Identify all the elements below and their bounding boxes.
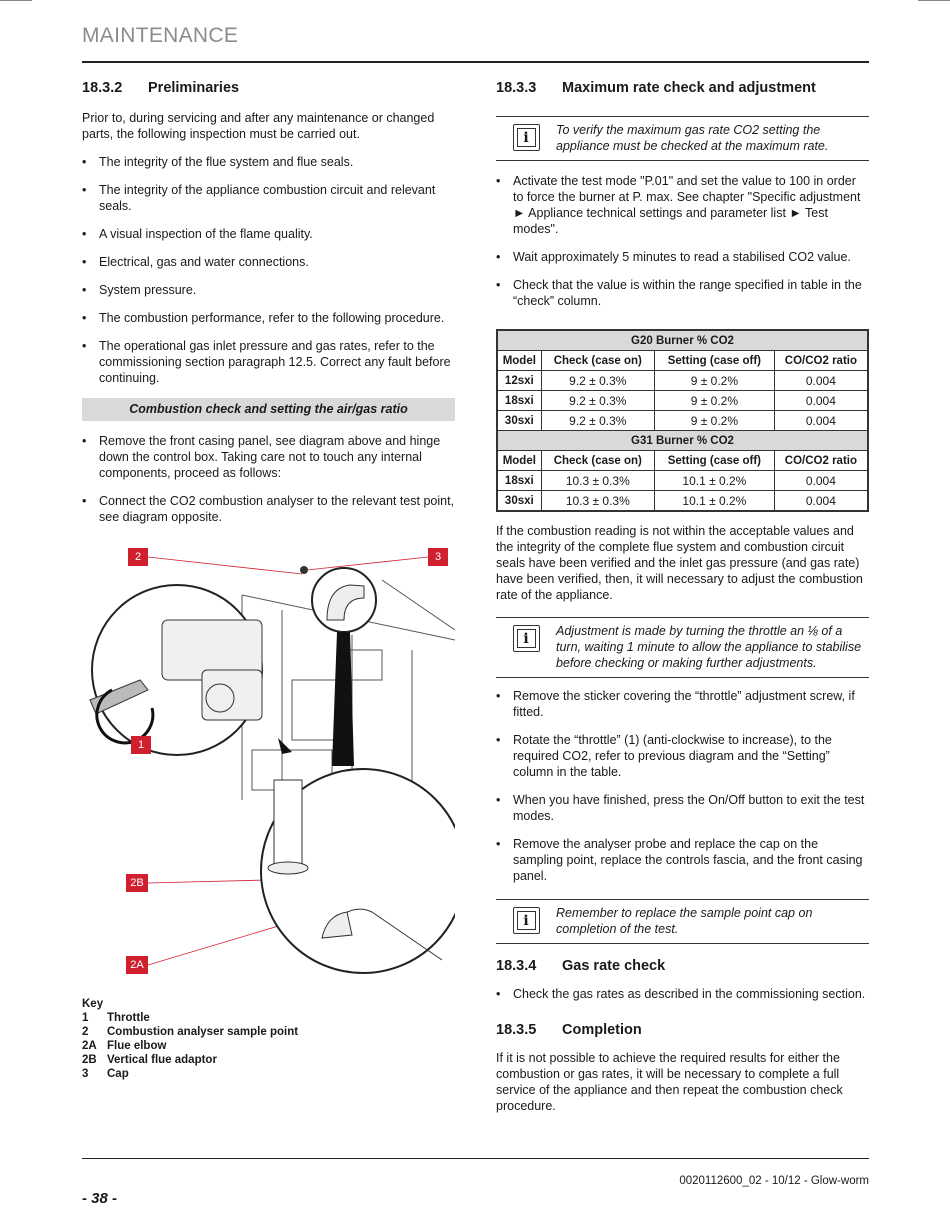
document-reference: 0020112600_02 - 10/12 - Glow-worm — [679, 1175, 869, 1187]
list-item: Connect the CO2 combustion analyser to t… — [82, 493, 455, 525]
crop-mark-left — [0, 0, 32, 1]
list-item: Activate the test mode "P.01" and set th… — [496, 173, 869, 237]
section-title: Completion — [562, 1022, 642, 1038]
section-title: Preliminaries — [148, 80, 240, 96]
section-heading-maximum-rate: 18.3.3 Maximum rate check and adjustment — [496, 80, 869, 96]
list-item: The integrity of the flue system and flu… — [82, 154, 455, 170]
section-title: Maximum rate check and adjustment — [562, 80, 816, 96]
right-column: 18.3.3 Maximum rate check and adjustment… — [496, 80, 869, 1114]
section-heading-preliminaries: 18.3.2 Preliminaries — [82, 80, 455, 96]
list-item: Check the gas rates as described in the … — [496, 986, 869, 1002]
list-item: System pressure. — [82, 282, 455, 298]
section-number: 18.3.3 — [496, 80, 537, 96]
combustion-check-list: Remove the front casing panel, see diagr… — [82, 433, 455, 525]
boiler-diagram-drawing — [89, 556, 466, 974]
boiler-diagram: 2 3 1 2B 2A — [82, 540, 466, 980]
list-item: The integrity of the appliance combustio… — [82, 182, 455, 214]
info-icon: i — [496, 905, 556, 934]
info-icon: i — [496, 122, 556, 151]
list-item: A visual inspection of the flame quality… — [82, 226, 455, 242]
section-heading-gas-rate: 18.3.4 Gas rate check — [496, 958, 869, 974]
list-item: Remove the front casing panel, see diagr… — [82, 433, 455, 481]
diagram-tag-2: 2 — [128, 548, 148, 566]
page-header: MAINTENANCE — [82, 24, 239, 47]
preliminaries-list: The integrity of the flue system and flu… — [82, 154, 455, 386]
section-title: Gas rate check — [562, 958, 666, 974]
page-number: - 38 - — [82, 1190, 118, 1207]
info-note: i Remember to replace the sample point c… — [496, 899, 869, 944]
list-item: Wait approximately 5 minutes to read a s… — [496, 249, 869, 265]
list-item: Electrical, gas and water connections. — [82, 254, 455, 270]
gas-rate-list: Check the gas rates as described in the … — [496, 986, 869, 1002]
left-column: 18.3.2 Preliminaries Prior to, during se… — [82, 80, 455, 537]
maximum-rate-list: Activate the test mode "P.01" and set th… — [496, 173, 869, 309]
info-note: i Adjustment is made by turning the thro… — [496, 617, 869, 678]
list-item: Remove the sticker covering the “throttl… — [496, 688, 869, 720]
footer-rule — [82, 1158, 869, 1159]
list-item: Remove the analyser probe and replace th… — [496, 836, 869, 884]
diagram-tag-2b: 2B — [126, 874, 148, 892]
key-title: Key — [82, 998, 104, 1010]
section-number: 18.3.2 — [82, 80, 123, 96]
preliminaries-intro: Prior to, during servicing and after any… — [82, 111, 435, 141]
diagram-tag-2a: 2A — [126, 956, 148, 974]
list-item: When you have finished, press the On/Off… — [496, 792, 869, 824]
combustion-check-band: Combustion check and setting the air/gas… — [82, 398, 455, 421]
diagram-tag-1: 1 — [131, 736, 151, 754]
list-item: Rotate the “throttle” (1) (anti-clockwis… — [496, 732, 869, 780]
completion-text: If it is not possible to achieve the req… — [496, 1051, 843, 1113]
note-text: To verify the maximum gas rate CO2 setti… — [556, 123, 829, 153]
note-text: Remember to replace the sample point cap… — [556, 906, 813, 936]
note-text: Adjustment is made by turning the thrott… — [556, 624, 862, 670]
table-caption: G31 Burner % CO2 — [496, 430, 869, 451]
adjustment-list: Remove the sticker covering the “throttl… — [496, 688, 869, 884]
section-number: 18.3.5 — [496, 1022, 537, 1038]
info-note: i To verify the maximum gas rate CO2 set… — [496, 116, 869, 161]
combustion-paragraph: If the combustion reading is not within … — [496, 524, 863, 602]
header-rule — [82, 61, 869, 63]
diagram-tag-3: 3 — [428, 548, 448, 566]
list-item: The combustion performance, refer to the… — [82, 310, 455, 326]
list-item: The operational gas inlet pressure and g… — [82, 338, 455, 386]
crop-mark-right — [918, 0, 950, 1]
section-number: 18.3.4 — [496, 958, 537, 974]
table-caption: G20 Burner % CO2 — [496, 329, 869, 351]
list-item: Check that the value is within the range… — [496, 277, 869, 309]
info-icon: i — [496, 623, 556, 652]
section-heading-completion: 18.3.5 Completion — [496, 1022, 869, 1038]
